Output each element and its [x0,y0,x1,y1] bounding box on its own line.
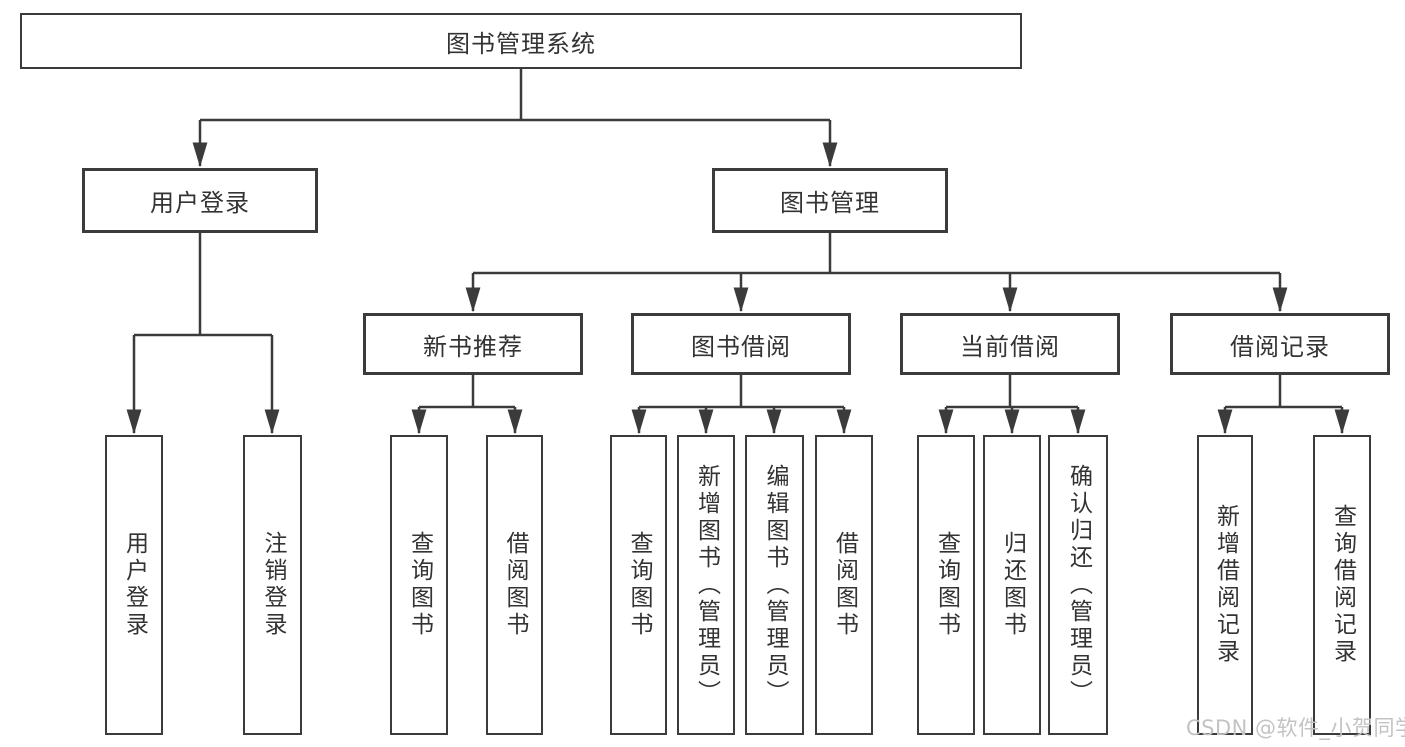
node-label: 确认归还（管理员） [1065,463,1092,707]
node-label: 注销登录 [260,531,286,639]
node-borrowing-records: 借阅记录 [1170,313,1390,375]
node-edit-books-admin: 编辑图书（管理员） [745,435,804,735]
node-user-login: 用户登录 [82,168,318,233]
node-label: 查询借阅记录 [1329,504,1356,666]
node-book-borrowing: 图书借阅 [631,313,851,375]
node-query-books-recommend: 查询图书 [390,435,448,735]
node-borrow-books-borrowing: 借阅图书 [815,435,873,735]
node-label: 查询图书 [406,531,433,639]
node-label: 借阅图书 [831,531,858,639]
node-label: 归还图书 [999,531,1026,639]
node-label: 新增借阅记录 [1212,504,1239,666]
csdn-watermark: CSDN @软件_小贺同学 [1186,716,1405,740]
node-query-books-current: 查询图书 [917,435,975,735]
node-logout: 注销登录 [243,435,302,735]
node-label: 用户登录 [121,531,148,639]
node-new-book-recommend: 新书推荐 [363,313,583,375]
node-confirm-return-admin: 确认归还（管理员） [1048,435,1108,735]
node-label: 新增图书（管理员） [693,463,720,707]
node-book-management: 图书管理 [712,168,948,233]
node-current-borrowing: 当前借阅 [900,313,1120,375]
node-query-borrowing-record: 查询借阅记录 [1313,435,1371,735]
node-user-login-leaf: 用户登录 [105,435,163,735]
node-return-books: 归还图书 [983,435,1041,735]
node-label: 借阅图书 [502,531,528,639]
node-root: 图书管理系统 [20,13,1022,69]
node-add-books-admin: 新增图书（管理员） [677,435,735,735]
node-label: 编辑图书（管理员） [762,463,788,707]
node-borrow-books-recommend: 借阅图书 [486,435,543,735]
node-query-books-borrowing: 查询图书 [610,435,667,735]
node-add-borrowing-record: 新增借阅记录 [1197,435,1253,735]
node-label: 查询图书 [933,531,960,639]
node-label: 查询图书 [626,531,652,639]
